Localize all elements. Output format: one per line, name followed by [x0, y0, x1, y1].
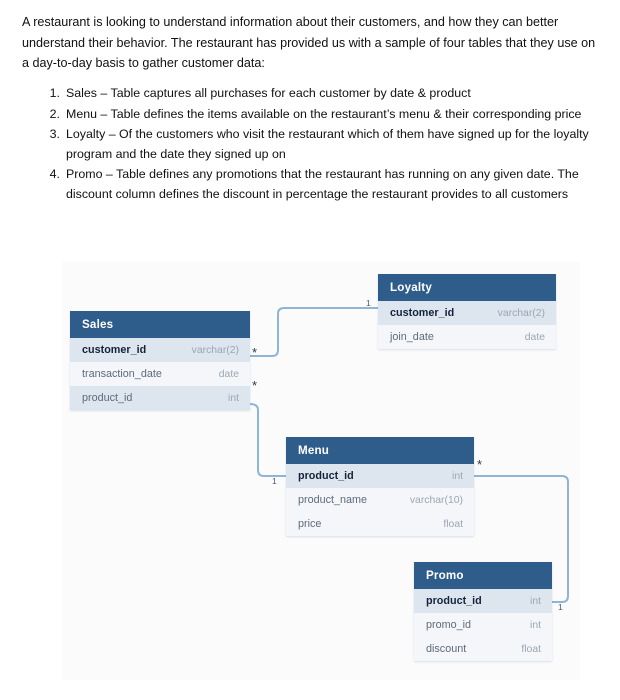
entity-row[interactable]: promo_id int	[414, 613, 552, 637]
entity-promo[interactable]: Promo product_id int promo_id int discou…	[414, 562, 552, 661]
entity-row[interactable]: customer_id varchar(2)	[70, 338, 250, 362]
list-item-text: Menu – Table defines the items available…	[66, 106, 582, 121]
column-name: discount	[426, 643, 467, 655]
column-type: varchar(2)	[191, 344, 239, 356]
list-item: 3. Loyalty – Of the customers who visit …	[22, 125, 602, 164]
column-type: int	[452, 470, 463, 482]
column-type: date	[218, 368, 239, 380]
entity-row[interactable]: discount float	[414, 637, 552, 661]
column-name: product_id	[298, 470, 354, 482]
er-diagram: * 1 * 1 * 1 Sales customer_id varchar(2)…	[62, 262, 580, 680]
connector-sales-menu	[249, 403, 286, 477]
cardinality-marker-many: *	[252, 378, 258, 393]
entity-row[interactable]: product_id int	[70, 386, 250, 410]
column-type: varchar(2)	[497, 307, 545, 319]
column-name: customer_id	[390, 307, 455, 319]
intro-paragraph: A restaurant is looking to understand in…	[22, 15, 596, 70]
column-type: int	[530, 619, 541, 631]
entity-row[interactable]: customer_id varchar(2)	[378, 301, 556, 325]
column-name: customer_id	[82, 344, 147, 356]
list-item-number: 1.	[49, 86, 60, 100]
connector-sales-loyalty	[250, 307, 378, 357]
cardinality-marker-one: 1	[272, 476, 277, 486]
cardinality-marker-one: 1	[366, 298, 371, 308]
entity-sales[interactable]: Sales customer_id varchar(2) transaction…	[70, 311, 250, 410]
list-item-text: Sales – Table captures all purchases for…	[66, 86, 471, 100]
list-item-number: 4.	[49, 167, 60, 182]
entity-row[interactable]: transaction_date date	[70, 362, 250, 386]
entity-row[interactable]: product_id int	[414, 589, 552, 613]
list-item-number: 2.	[49, 106, 60, 121]
relationship-connectors	[249, 307, 569, 603]
column-type: float	[521, 643, 541, 655]
entity-header-loyalty: Loyalty	[378, 274, 556, 301]
column-name: price	[298, 518, 322, 530]
entity-header-promo: Promo	[414, 562, 552, 589]
column-name: transaction_date	[82, 368, 162, 380]
column-name: product_name	[298, 494, 368, 506]
entity-loyalty[interactable]: Loyalty customer_id varchar(2) join_date…	[378, 274, 556, 349]
cardinality-marker-many: *	[477, 457, 483, 472]
table-description-list: 1. Sales – Table captures all purchases …	[22, 84, 602, 206]
column-name: join_date	[390, 331, 434, 343]
list-item: 4. Promo – Table defines any promotions …	[22, 165, 602, 204]
column-type: float	[443, 518, 463, 530]
column-type: date	[524, 331, 545, 343]
column-name: product_id	[82, 392, 133, 404]
connector-menu-promo	[474, 475, 569, 603]
column-name: product_id	[426, 595, 482, 607]
column-type: varchar(10)	[409, 494, 463, 506]
entity-row[interactable]: price float	[286, 512, 474, 536]
column-type: int	[228, 392, 239, 404]
column-type: int	[530, 595, 541, 607]
entity-row[interactable]: join_date date	[378, 325, 556, 349]
entity-row[interactable]: product_id int	[286, 464, 474, 488]
list-item: 1. Sales – Table captures all purchases …	[22, 84, 602, 104]
entity-row[interactable]: product_name varchar(10)	[286, 488, 474, 512]
list-item-text: Loyalty – Of the customers who visit the…	[66, 127, 589, 161]
entity-header-menu: Menu	[286, 437, 474, 464]
list-item-number: 3.	[49, 127, 60, 142]
cardinality-marker-many: *	[252, 345, 258, 360]
entity-menu[interactable]: Menu product_id int product_name varchar…	[286, 437, 474, 536]
cardinality-marker-one: 1	[558, 602, 563, 612]
list-item-text: Promo – Table defines any promotions tha…	[66, 167, 579, 201]
list-item: 2. Menu – Table defines the items availa…	[22, 105, 602, 125]
column-name: promo_id	[426, 619, 472, 631]
entity-header-sales: Sales	[70, 311, 250, 338]
